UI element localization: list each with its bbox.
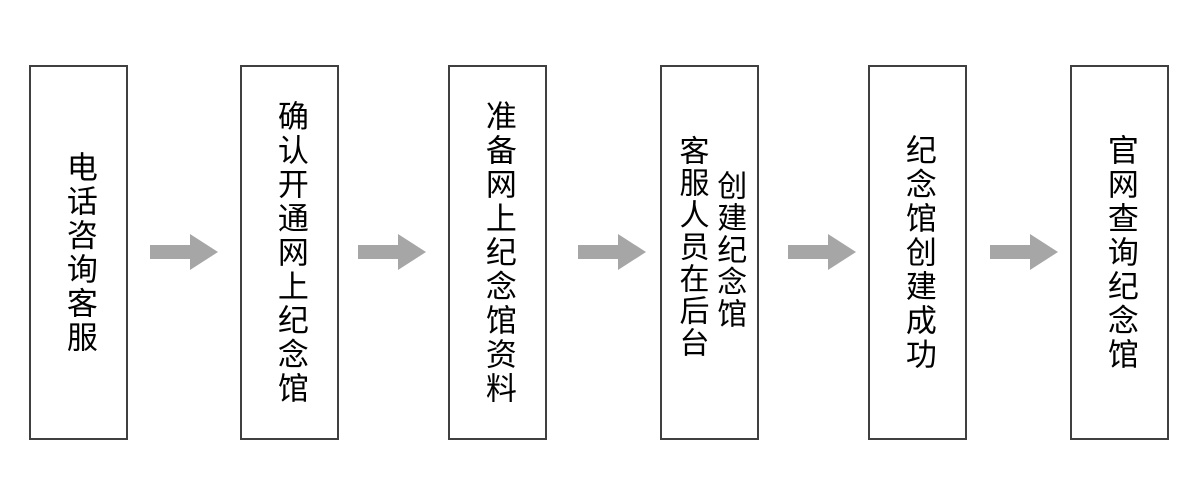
- flow-node-4-label-column-2: 创建纪念馆: [711, 170, 747, 330]
- flow-node-5[interactable]: 纪念馆创建成功: [868, 65, 967, 440]
- flow-node-6[interactable]: 官网查询纪念馆: [1070, 65, 1169, 440]
- flow-node-5-label: 纪念馆创建成功: [899, 133, 936, 372]
- flow-node-3-label: 准备网上纪念馆资料: [479, 99, 516, 406]
- flow-node-6-label: 官网查询纪念馆: [1101, 133, 1138, 372]
- flow-node-2[interactable]: 确认开通网上纪念馆: [240, 65, 339, 440]
- flow-node-1-label: 电话咨询客服: [60, 150, 97, 355]
- flow-arrow-2-icon: [358, 234, 426, 270]
- flow-arrow-1-icon: [150, 234, 218, 270]
- flow-node-2-label: 确认开通网上纪念馆: [271, 99, 308, 406]
- flow-arrow-3-icon: [578, 234, 646, 270]
- flow-node-4[interactable]: 客服人员在后台 创建纪念馆: [660, 65, 759, 440]
- flow-arrow-5-icon: [990, 234, 1058, 270]
- flow-arrow-4-icon: [788, 234, 856, 270]
- flow-node-1[interactable]: 电话咨询客服: [29, 65, 128, 440]
- flow-node-3[interactable]: 准备网上纪念馆资料: [448, 65, 547, 440]
- flow-node-4-label-column-1: 客服人员在后台: [673, 135, 709, 359]
